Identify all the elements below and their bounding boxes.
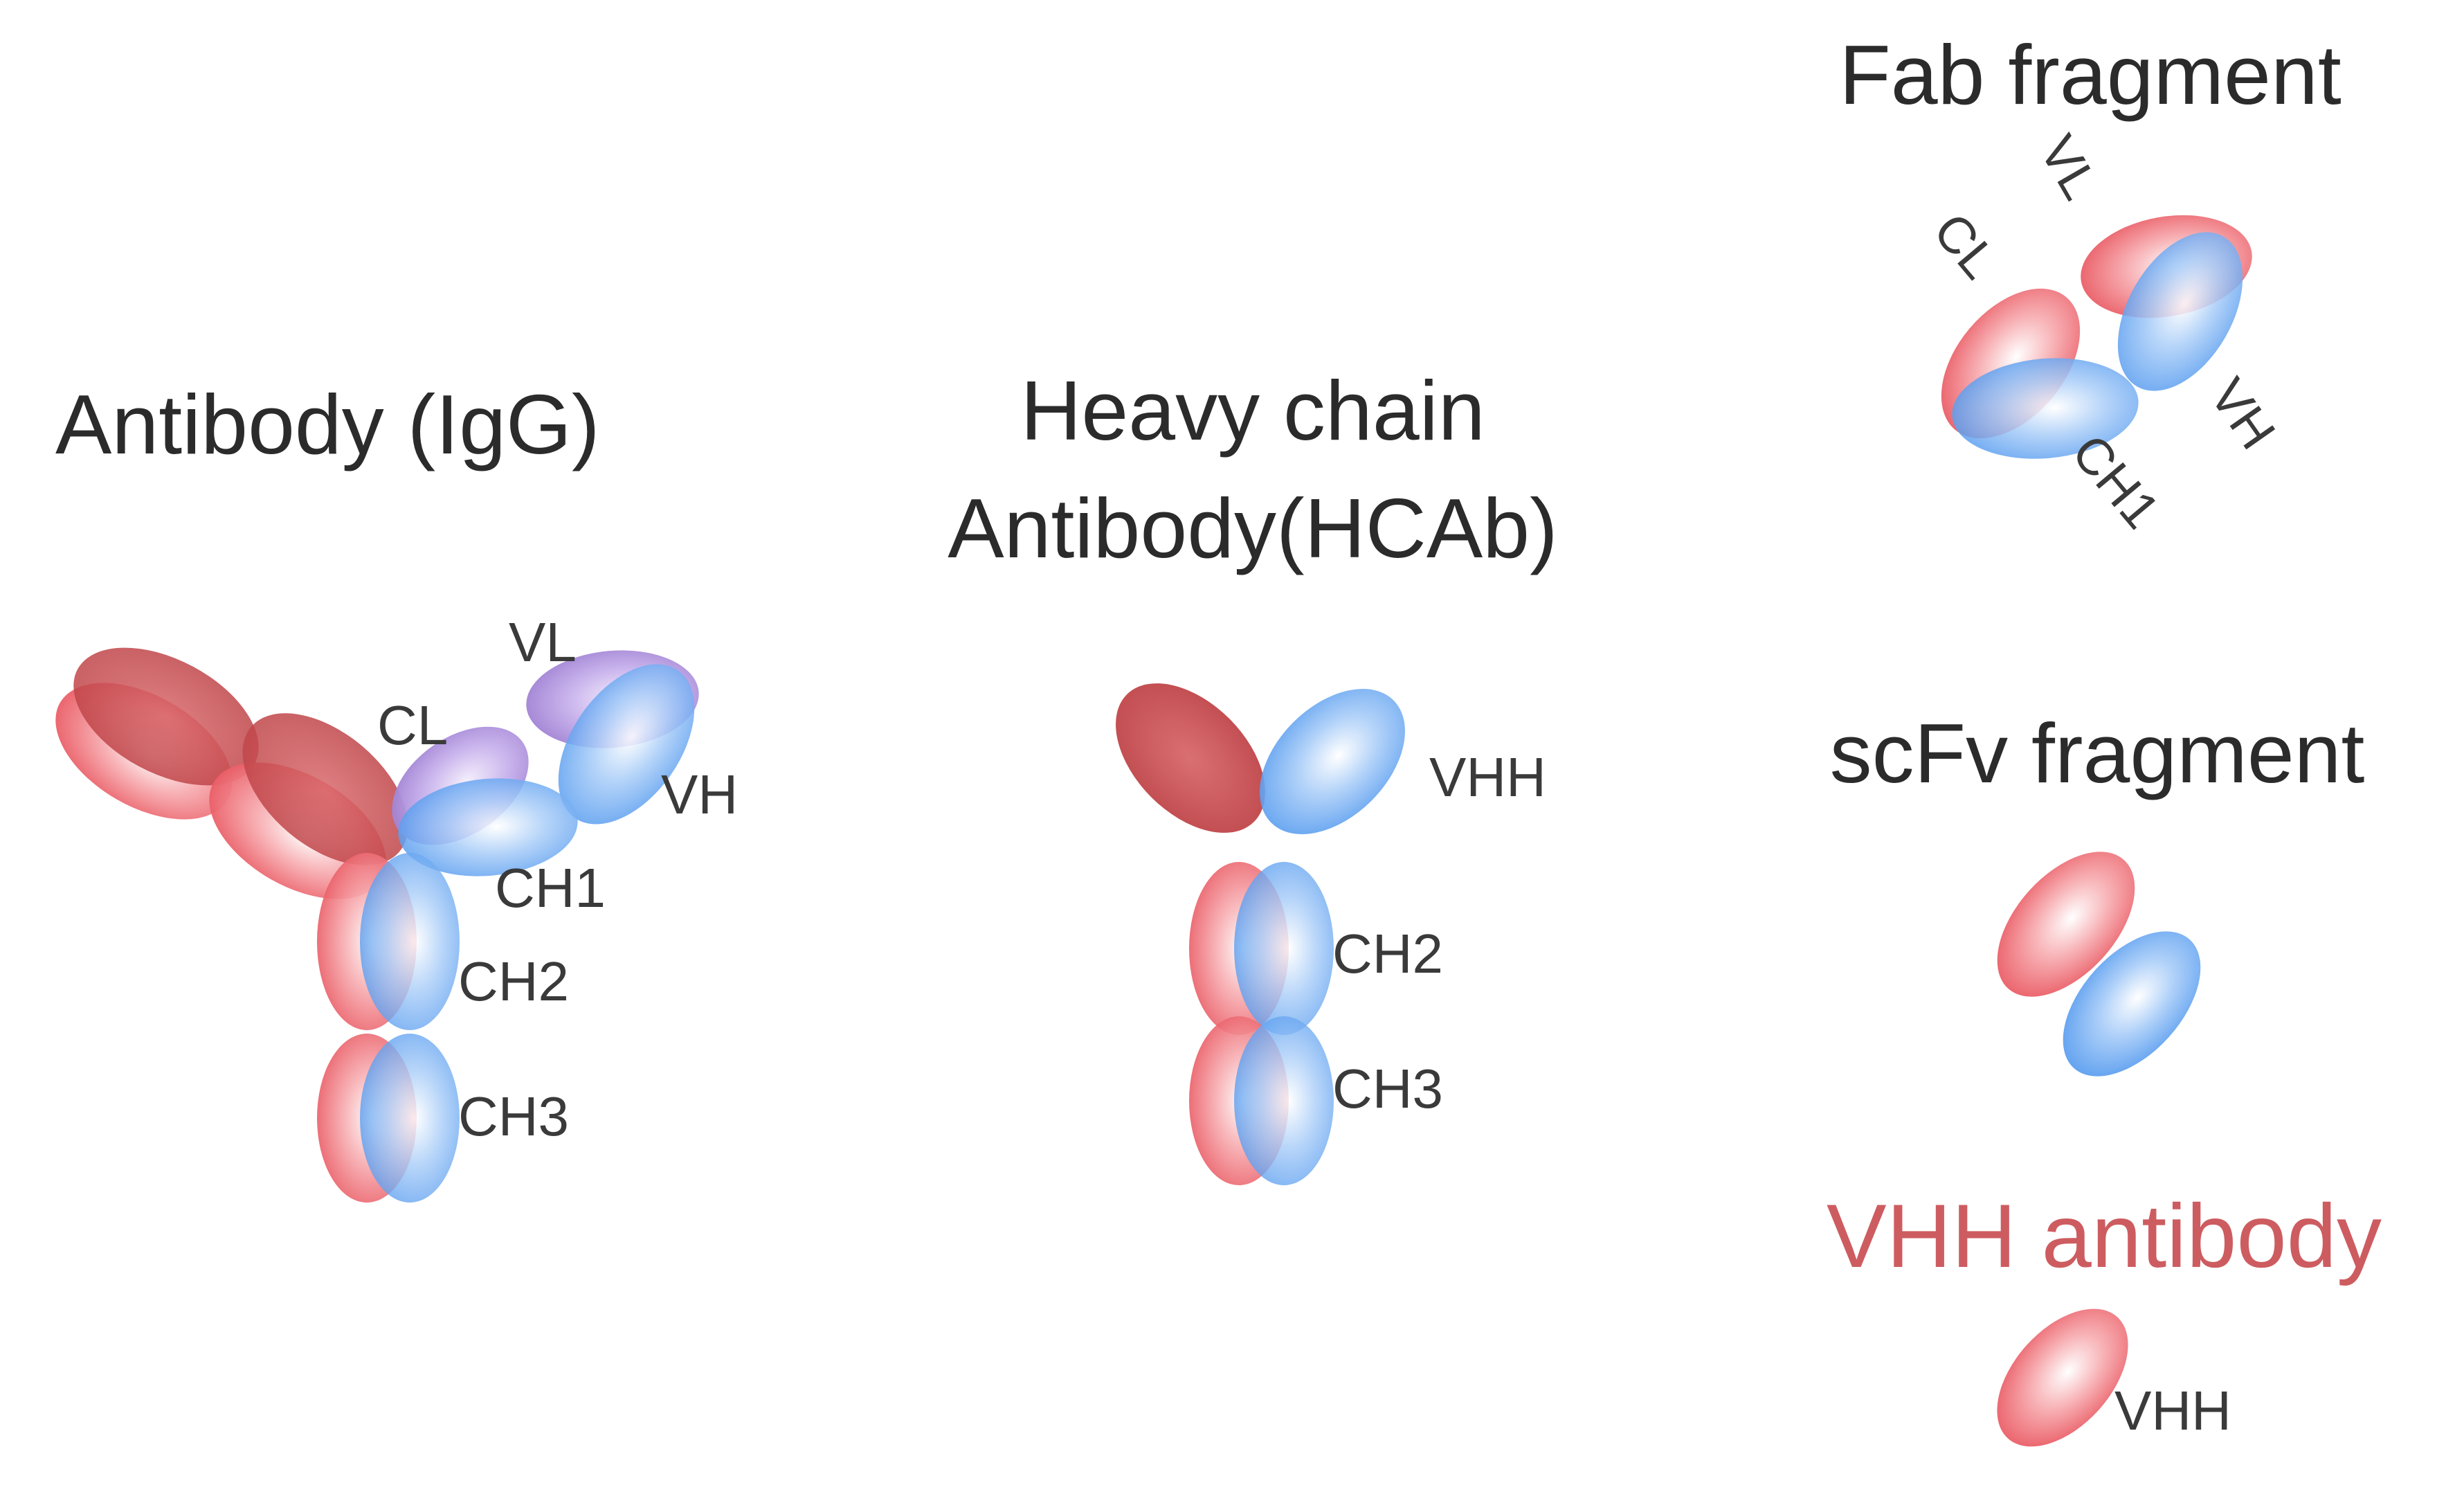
igg-vl-label: VL (509, 611, 577, 673)
fab-vh-label: VH (2199, 368, 2287, 460)
igg-right-vh-domain (558, 664, 695, 825)
vhh-domain (1997, 1308, 2128, 1447)
igg-vh-label: VH (661, 764, 738, 825)
igg-ch2-label: CH2 (458, 951, 569, 1012)
hcab-ch3-label: CH3 (1332, 1058, 1443, 1119)
hcab-structure (1116, 683, 1405, 1185)
hcab-ch2-blue-domain (1234, 862, 1334, 1035)
hcab-right-vhh-domain (1260, 689, 1405, 834)
igg-ch2-blue-domain (360, 853, 460, 1030)
scfv-structure (1997, 852, 2201, 1077)
fab-cl-label: CL (1923, 202, 2009, 289)
vhh-structure (1997, 1308, 2128, 1447)
vhh-antibody-title: VHH antibody (1827, 1185, 2382, 1286)
igg-left-vl-domain (73, 647, 259, 786)
hcab-ch2-label: CH2 (1332, 923, 1443, 984)
hcab-ch3-blue-domain (1234, 1016, 1334, 1185)
hcab-left-vhh-domain (1116, 683, 1265, 833)
igg-ch3-label: CH3 (458, 1086, 569, 1147)
fab-title: Fab fragment (1839, 28, 2341, 122)
fab-structure (1941, 215, 2252, 459)
hcab-title-line1: Heavy chain (1020, 363, 1485, 458)
scfv-blue-domain (2063, 931, 2201, 1077)
fab-vh-domain (2117, 232, 2243, 391)
igg-right-ch1-domain (398, 778, 578, 876)
igg-title: Antibody (IgG) (55, 377, 600, 471)
igg-structure (55, 647, 699, 1203)
fab-vl-label: VL (2029, 126, 2110, 209)
hcab-vhh-label: VHH (1429, 746, 1546, 808)
vhh-label: VHH (2114, 1380, 2231, 1441)
scfv-title: scFv fragment (1830, 706, 2365, 800)
igg-cl-label: CL (377, 694, 448, 756)
fab-ch1-domain (1952, 358, 2139, 459)
igg-left-vh-domain (242, 713, 408, 865)
scfv-red-domain (1997, 852, 2135, 997)
hcab-title-line2: Antibody(HCAb) (948, 481, 1557, 575)
igg-ch3-blue-domain (360, 1034, 460, 1203)
igg-ch1-label: CH1 (495, 857, 606, 919)
